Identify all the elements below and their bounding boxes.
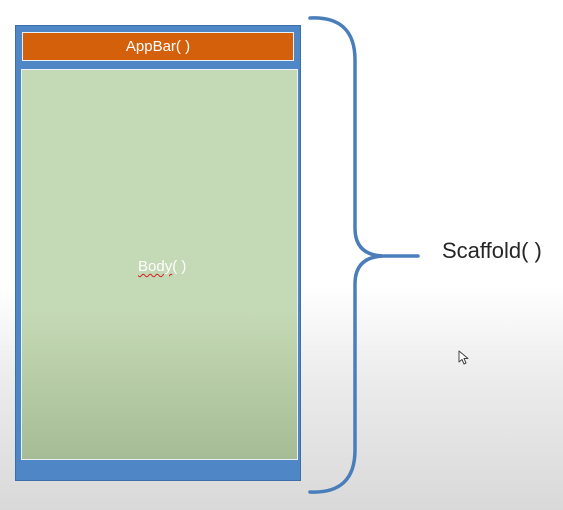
appbar-label: AppBar( ) [125, 38, 191, 55]
scaffold-label: Scaffold( ) [442, 238, 542, 263]
scaffold-frame: AppBar( ) Body( ) [15, 25, 301, 481]
body-label-word: Body [138, 258, 173, 275]
mouse-cursor-icon [458, 350, 469, 365]
body-label: Body( ) [138, 259, 186, 274]
curly-brace-icon [308, 16, 420, 494]
body-block: Body( ) [21, 69, 298, 460]
appbar-block: AppBar( ) [22, 32, 294, 61]
body-label-suffix: ( ) [172, 258, 187, 275]
